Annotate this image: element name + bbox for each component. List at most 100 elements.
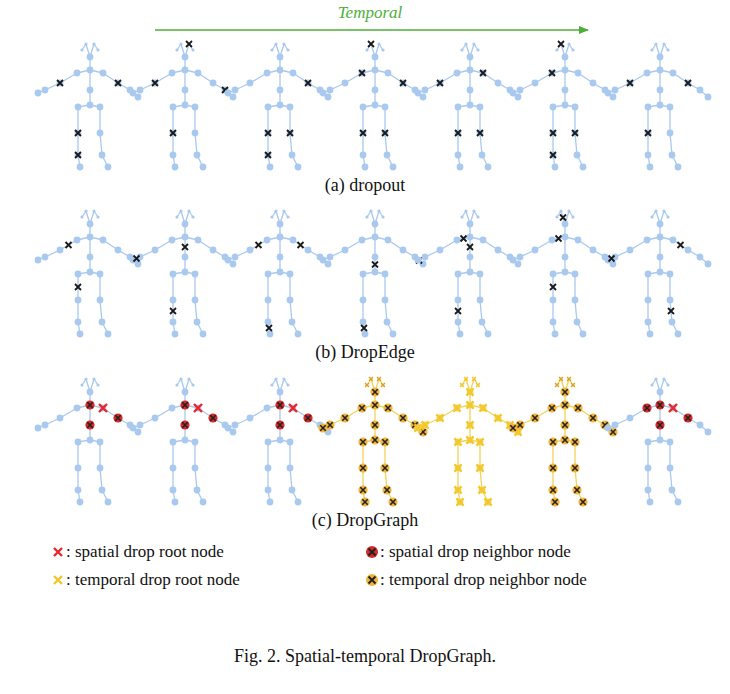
bone: [513, 379, 613, 502]
joint: [562, 221, 569, 228]
joint: [575, 237, 582, 244]
joint: [666, 48, 669, 51]
joint: [362, 331, 369, 338]
joint: [75, 465, 82, 472]
joint: [647, 331, 654, 338]
joint: [77, 499, 84, 506]
joint: [360, 152, 367, 159]
drop-mark: [479, 404, 486, 411]
joint: [479, 152, 486, 159]
joint: [382, 297, 389, 304]
joint: [277, 389, 284, 396]
joint: [667, 465, 674, 472]
drop-mark: [645, 130, 651, 136]
drop-mark: [532, 415, 537, 420]
joint: [485, 331, 492, 338]
joint: [510, 90, 517, 97]
bone: [133, 211, 233, 334]
drop-mark: [400, 415, 405, 420]
joint: [179, 209, 182, 212]
joint: [225, 425, 232, 432]
joint: [287, 297, 294, 304]
joint: [455, 271, 462, 278]
joint: [455, 487, 462, 494]
drop-mark: [182, 244, 188, 250]
drop-mark: [320, 425, 325, 430]
drop-mark: [372, 389, 377, 394]
joint: [455, 104, 462, 111]
joint: [675, 499, 682, 506]
joint: [562, 234, 569, 241]
joint: [362, 164, 369, 171]
skeleton: [415, 377, 522, 505]
joint: [195, 70, 202, 77]
drop-mark: [567, 377, 571, 381]
bone: [323, 211, 423, 334]
joint: [75, 130, 82, 137]
drop-mark: [66, 242, 72, 248]
joint: [42, 87, 49, 94]
drop-mark: [370, 420, 379, 429]
joint: [274, 42, 277, 45]
joint: [195, 237, 202, 244]
drop-mark: [570, 463, 579, 472]
joint: [467, 67, 474, 74]
drop-mark: [547, 403, 556, 412]
joint: [627, 247, 634, 254]
joint: [697, 422, 704, 429]
drop-mark: [370, 435, 379, 444]
joint: [455, 130, 462, 137]
joint: [169, 405, 176, 412]
drop-mark: [655, 420, 664, 429]
drop-mark: [550, 465, 555, 470]
joint: [657, 221, 664, 228]
drop-mark: [550, 497, 559, 506]
drop-mark: [359, 70, 365, 76]
drop-mark: [476, 383, 480, 387]
drop-mark: [550, 152, 556, 158]
joint: [287, 439, 294, 446]
joint: [517, 254, 524, 261]
joint: [645, 487, 652, 494]
drop-mark: [388, 497, 397, 506]
drop-mark: [382, 485, 391, 494]
joint: [342, 247, 349, 254]
joint: [477, 439, 484, 446]
drop-mark: [580, 499, 585, 504]
drop-mark: [466, 436, 473, 443]
drop-mark: [572, 439, 577, 444]
drop-mark: [466, 401, 473, 408]
subfigure-label: (c) DropGraph: [312, 510, 418, 531]
joint: [270, 215, 273, 218]
joint: [265, 319, 272, 326]
joint: [194, 319, 201, 326]
drop-mark: [562, 437, 567, 442]
joint: [200, 164, 207, 171]
joint: [467, 54, 474, 61]
drop-mark: [372, 437, 377, 442]
joint: [669, 152, 676, 159]
joint: [191, 215, 194, 218]
joint: [467, 402, 474, 409]
drop-mark: [678, 242, 684, 248]
joint: [552, 331, 559, 338]
joint: [666, 383, 669, 386]
joint: [210, 247, 217, 254]
drop-mark: [421, 421, 428, 428]
joint: [35, 257, 42, 264]
drop-mark: [609, 256, 615, 262]
skeleton: [130, 209, 237, 337]
joint: [667, 104, 674, 111]
drop-mark: [578, 497, 587, 506]
drop-mark: [87, 402, 92, 407]
bone: [608, 379, 708, 502]
joint: [559, 377, 562, 380]
joint: [657, 234, 664, 241]
joint: [381, 383, 384, 386]
joint: [612, 87, 619, 94]
bone: [38, 379, 138, 502]
joint: [35, 425, 42, 432]
joint: [480, 70, 487, 77]
bone: [228, 379, 328, 502]
